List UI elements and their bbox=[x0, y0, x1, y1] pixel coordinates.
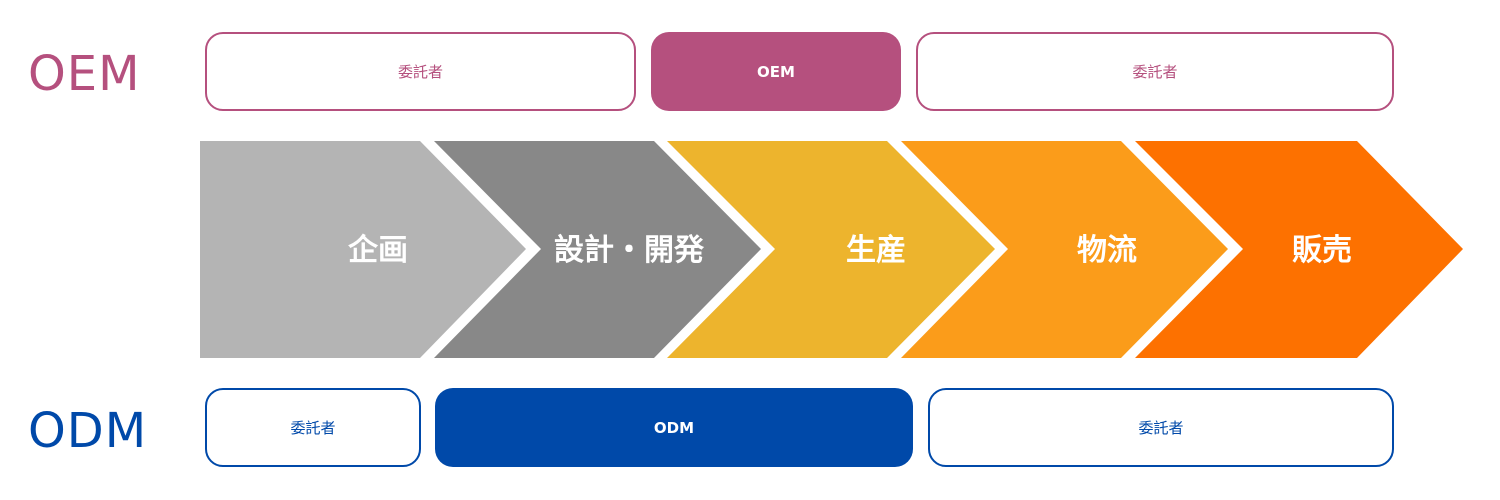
odm-client-segment-left: 委託者 bbox=[205, 388, 421, 467]
odm-client-segment-right: 委託者 bbox=[928, 388, 1394, 467]
oem-client-segment-left: 委託者 bbox=[205, 32, 636, 111]
step-production-label: 生産 bbox=[846, 233, 906, 268]
odm-manufacturer-segment: ODM bbox=[435, 388, 913, 467]
step-logistics-chevron bbox=[901, 141, 1228, 358]
oem-client-segment-right: 委託者 bbox=[916, 32, 1394, 111]
step-sales-chevron bbox=[1135, 141, 1463, 358]
step-logistics-label: 物流 bbox=[1077, 233, 1137, 268]
oem-row-label: OEM bbox=[28, 46, 141, 102]
step-sales-label: 販売 bbox=[1292, 233, 1352, 268]
odm-row-label: ODM bbox=[28, 403, 148, 459]
step-design-development-label: 設計・開発 bbox=[554, 233, 705, 268]
step-planning-chevron bbox=[200, 141, 526, 358]
step-planning-label: 企画 bbox=[348, 233, 408, 268]
step-production-chevron bbox=[667, 141, 995, 358]
step-design-development-chevron bbox=[434, 141, 761, 358]
oem-manufacturer-segment: OEM bbox=[651, 32, 901, 111]
